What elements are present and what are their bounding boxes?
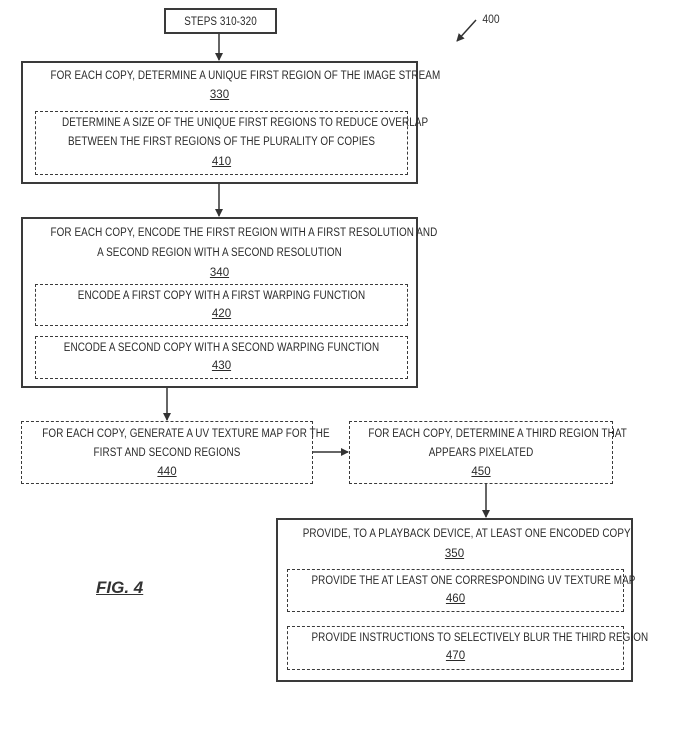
step-450-text-line1: FOR EACH COPY, DETERMINE A THIRD REGION … [368,428,627,440]
ref-number: 440 [157,466,177,478]
step-430-text: ENCODE A SECOND COPY WITH A SECOND WARPI… [63,342,380,354]
step-460-ref: 460 [288,591,623,607]
step-330-ref: 330 [23,87,416,103]
step-330-text: FOR EACH COPY, DETERMINE A UNIQUE FIRST … [50,70,441,82]
start-box-text: STEPS 310-320 [184,16,257,28]
step-340-ref: 340 [23,265,416,281]
step-430-box: ENCODE A SECOND COPY WITH A SECOND WARPI… [35,336,408,379]
step-450-text-line2: APPEARS PIXELATED [428,447,534,459]
step-440-text-line1: FOR EACH COPY, GENERATE A UV TEXTURE MAP… [42,428,330,440]
ref-number: 450 [471,466,491,478]
ref-number: 470 [445,650,466,662]
step-350-box: PROVIDE, TO A PLAYBACK DEVICE, AT LEAST … [276,518,649,682]
ref-number: 340 [209,267,230,279]
step-420-text: ENCODE A FIRST COPY WITH A FIRST WARPING… [77,290,366,302]
reference-arrow-400 [456,19,477,42]
step-430-ref: 430 [36,358,407,374]
step-460-box: PROVIDE THE AT LEAST ONE CORRESPONDING U… [287,569,636,612]
step-340-box: FOR EACH COPY, ENCODE THE FIRST REGION W… [21,217,438,388]
step-420-box: ENCODE A FIRST COPY WITH A FIRST WARPING… [35,284,408,326]
step-440-box: FOR EACH COPY, GENERATE A UV TEXTURE MAP… [21,421,330,484]
step-410-text-line2: BETWEEN THE FIRST REGIONS OF THE PLURALI… [67,136,376,148]
step-440-ref: 440 [22,464,312,480]
ref-number: 460 [445,593,466,605]
step-410-box: DETERMINE A SIZE OF THE UNIQUE FIRST REG… [35,111,429,175]
ref-number: 420 [211,308,232,320]
start-box: STEPS 310-320 [164,8,277,34]
step-340-text-line2: A SECOND REGION WITH A SECOND RESOLUTION [97,247,342,259]
step-420-ref: 420 [36,306,407,322]
figure-title: FIG. 4 [96,578,144,597]
step-470-ref: 470 [288,648,623,664]
step-350-ref: 350 [278,546,631,562]
ref-number: 410 [211,156,232,168]
step-450-box: FOR EACH COPY, DETERMINE A THIRD REGION … [349,421,627,484]
step-410-text-line1: DETERMINE A SIZE OF THE UNIQUE FIRST REG… [61,117,429,129]
step-450-ref: 450 [350,464,612,480]
ref-number: 430 [211,360,232,372]
step-330-box: FOR EACH COPY, DETERMINE A UNIQUE FIRST … [21,61,441,184]
figure-reference-label: 400 [482,12,500,26]
step-470-text: PROVIDE INSTRUCTIONS TO SELECTIVELY BLUR… [311,632,649,644]
step-340-text-line1: FOR EACH COPY, ENCODE THE FIRST REGION W… [50,227,438,239]
step-440-text-line2: FIRST AND SECOND REGIONS [93,447,241,459]
ref-number: 350 [444,548,465,560]
step-460-text: PROVIDE THE AT LEAST ONE CORRESPONDING U… [311,575,636,587]
ref-number: 330 [209,89,230,101]
step-350-text: PROVIDE, TO A PLAYBACK DEVICE, AT LEAST … [302,528,631,540]
step-410-ref: 410 [36,154,407,170]
step-470-box: PROVIDE INSTRUCTIONS TO SELECTIVELY BLUR… [287,626,649,670]
